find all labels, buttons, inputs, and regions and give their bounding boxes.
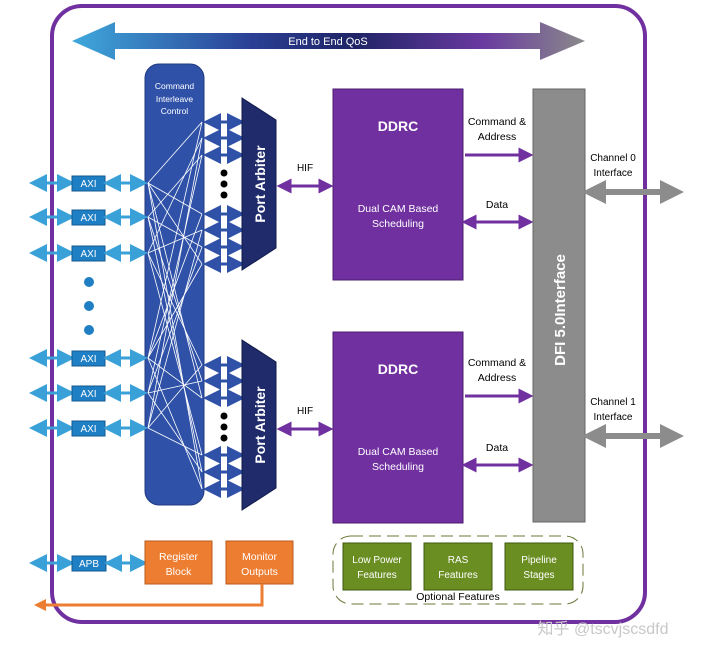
svg-text:Control: Control bbox=[161, 106, 189, 116]
axi-label: AXI bbox=[80, 389, 96, 400]
svg-text:Address: Address bbox=[478, 372, 517, 384]
svg-text:Channel 1: Channel 1 bbox=[590, 397, 636, 408]
axi-port: AXI bbox=[29, 174, 148, 192]
svg-text:Pipeline: Pipeline bbox=[521, 555, 557, 566]
axi-label: AXI bbox=[80, 249, 96, 260]
optional-feature-box: RAS Features bbox=[423, 542, 493, 591]
svg-text:Interface: Interface bbox=[594, 412, 633, 423]
svg-text:Data: Data bbox=[486, 199, 508, 211]
dfi-interface: DFI 5.0Interface bbox=[532, 88, 586, 523]
crossbar-lines bbox=[147, 121, 203, 490]
ellipsis-dot bbox=[220, 191, 228, 199]
svg-text:Interface: Interface bbox=[594, 168, 633, 179]
svg-text:Data: Data bbox=[486, 442, 508, 454]
command-interleave-control: Command Interleave Control bbox=[144, 63, 205, 506]
svg-text:Port Arbiter: Port Arbiter bbox=[252, 145, 268, 223]
ellipsis-dot bbox=[220, 434, 228, 442]
ellipsis-dot bbox=[220, 412, 228, 420]
axi-port: AXI bbox=[29, 384, 148, 402]
ellipsis-dot bbox=[220, 169, 228, 177]
monitor-output-arrow-icon bbox=[34, 584, 264, 611]
axi-port: AXI bbox=[29, 244, 148, 262]
svg-text:DFI 5.0Interface: DFI 5.0Interface bbox=[552, 254, 569, 366]
port-arbiter: Port Arbiter HIF bbox=[203, 97, 334, 273]
svg-text:Dual CAM Based: Dual CAM Based bbox=[358, 203, 439, 215]
axi-ellipsis-dots bbox=[84, 277, 94, 335]
axi-label: AXI bbox=[80, 213, 96, 224]
optional-features-label: Optional Features bbox=[416, 591, 499, 603]
svg-text:RAS: RAS bbox=[448, 555, 469, 566]
axi-port: AXI bbox=[29, 419, 148, 437]
ellipsis-dot bbox=[220, 423, 228, 431]
svg-text:Stages: Stages bbox=[523, 570, 554, 581]
svg-text:DDRC: DDRC bbox=[378, 118, 418, 134]
qos-label: End to End QoS bbox=[288, 36, 368, 48]
svg-text:Dual CAM Based: Dual CAM Based bbox=[358, 446, 439, 458]
register-block: Register Block bbox=[144, 540, 213, 585]
svg-text:Address: Address bbox=[478, 131, 517, 143]
axi-label: AXI bbox=[80, 354, 96, 365]
svg-text:APB: APB bbox=[79, 559, 99, 570]
monitor-outputs: Monitor Outputs bbox=[34, 540, 294, 611]
apb-port: APB bbox=[29, 554, 148, 572]
axi-port: AXI bbox=[29, 349, 148, 367]
svg-text:Port Arbiter: Port Arbiter bbox=[252, 386, 268, 464]
hif-label: HIF bbox=[297, 406, 313, 417]
port-arbiter: Port Arbiter HIF bbox=[203, 339, 334, 511]
svg-text:Features: Features bbox=[357, 570, 396, 581]
svg-text:Command: Command bbox=[155, 81, 194, 91]
svg-text:Features: Features bbox=[438, 570, 477, 581]
svg-text:DDRC: DDRC bbox=[378, 361, 418, 377]
axi-label: AXI bbox=[80, 424, 96, 435]
svg-text:Low Power: Low Power bbox=[352, 555, 402, 566]
ellipsis-dot bbox=[220, 180, 228, 188]
svg-text:Command &: Command & bbox=[468, 116, 526, 128]
svg-text:Channel 0: Channel 0 bbox=[590, 153, 636, 164]
channel-1-interface: Channel 1 Interface bbox=[582, 397, 684, 448]
svg-text:Register: Register bbox=[159, 551, 199, 563]
svg-text:Monitor: Monitor bbox=[242, 551, 278, 563]
hif-label: HIF bbox=[297, 163, 313, 174]
svg-text:Command &: Command & bbox=[468, 357, 526, 369]
svg-text:Outputs: Outputs bbox=[241, 566, 278, 578]
channel-0-interface: Channel 0 Interface bbox=[582, 153, 684, 204]
axi-port: AXI bbox=[29, 208, 148, 226]
svg-text:Block: Block bbox=[166, 566, 192, 578]
qos-arrow: End to End QoS bbox=[72, 22, 585, 60]
svg-text:Scheduling: Scheduling bbox=[372, 218, 424, 230]
svg-text:Interleave: Interleave bbox=[156, 94, 194, 104]
svg-text:Scheduling: Scheduling bbox=[372, 461, 424, 473]
outer-frame bbox=[50, 4, 647, 624]
axi-label: AXI bbox=[80, 179, 96, 190]
watermark: 知乎 @tscvjscsdfd bbox=[538, 620, 669, 638]
